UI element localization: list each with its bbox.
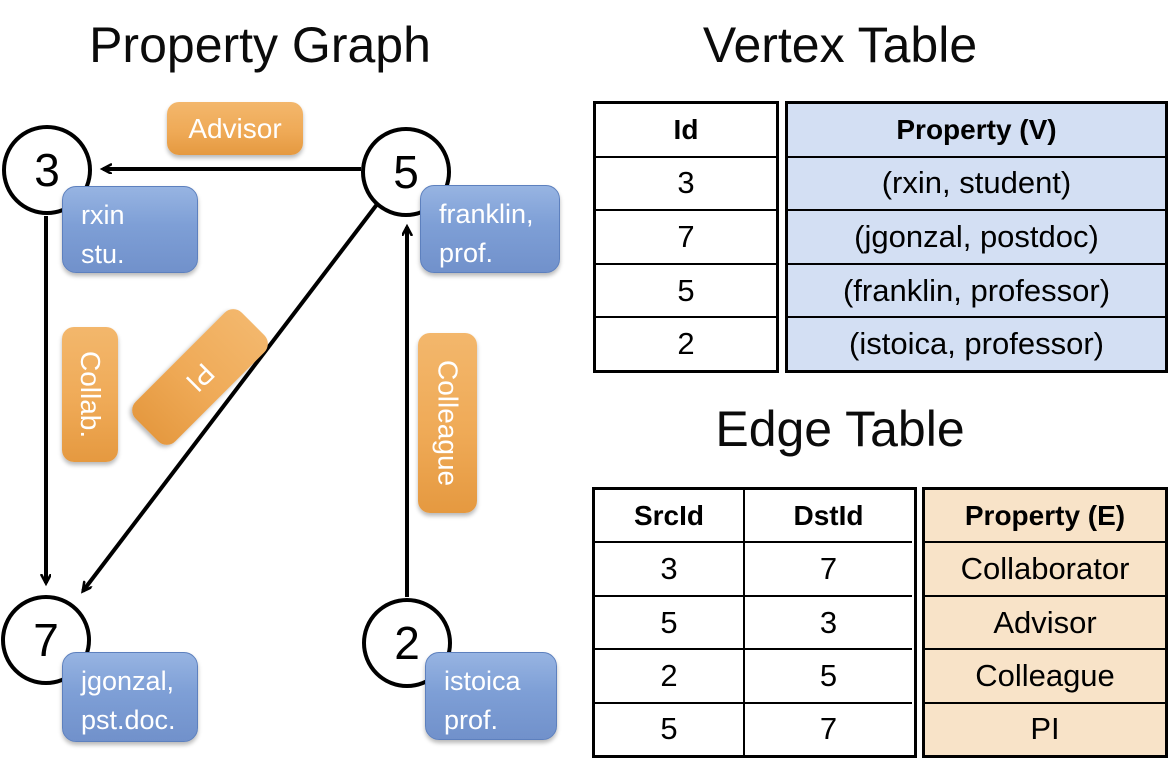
graph-node-2: 2 (362, 598, 452, 688)
vertex-property-line: franklin, (439, 199, 534, 229)
vertex-property-line: stu. (81, 239, 125, 270)
vertex-property-line: jgonzal, (81, 666, 175, 696)
edge-table-id-columns: SrcId 3 5 2 5 DstId 7 3 5 7 (592, 487, 917, 758)
vertex-table-id-cell: 5 (596, 262, 776, 317)
vertex-property-box-rxin: rxin stu. (62, 186, 198, 273)
vertex-property-line: prof. (439, 238, 494, 269)
edge-table-srcid-column: SrcId 3 5 2 5 (595, 490, 743, 755)
edge-pi-5-to-7 (83, 201, 380, 591)
edge-table-title: Edge Table (715, 401, 965, 457)
vertex-property-line: rxin (81, 200, 125, 230)
vertex-table-id-cell: 7 (596, 209, 776, 263)
vertex-table-id-cell: 2 (596, 316, 776, 370)
edge-table-property-cell: Advisor (925, 594, 1165, 649)
edge-table-dstid-column: DstId 7 3 5 7 (743, 490, 912, 755)
vertex-table-id-cell: 3 (596, 155, 776, 210)
edge-label-collab: Collab. (62, 327, 118, 462)
vertex-table-header-property: Property (V) (788, 104, 1165, 156)
edge-table-srcid-cell: 5 (595, 594, 743, 648)
edge-table-header-srcid: SrcId (633, 499, 705, 531)
vertex-table-id-column: Id 3 7 5 2 (593, 101, 779, 373)
edge-table-property-cell: Colleague (925, 648, 1165, 702)
vertex-table-property-column: Property (V) (rxin, student) (jgonzal, p… (785, 101, 1168, 373)
edge-label-text: PI (180, 357, 221, 398)
property-graph-title: Property Graph (89, 17, 431, 73)
node-7-id: 7 (33, 614, 59, 666)
vertex-table-title: Vertex Table (702, 17, 978, 73)
vertex-table-property-cell: (jgonzal, postdoc) (788, 209, 1165, 263)
vertex-table-header-id: Id (673, 113, 699, 145)
graph-node-5: 5 (361, 127, 451, 217)
edge-label-text: Colleague (432, 359, 464, 487)
edge-table-property-cell: Collaborator (925, 541, 1165, 595)
edge-label-text: Collab. (75, 350, 106, 439)
edge-table-header-property: Property (E) (925, 490, 1165, 542)
vertex-property-box-jgonzal: jgonzal, pst.doc. (62, 652, 198, 742)
graph-edges-layer (0, 0, 585, 597)
edge-table-srcid-cell: 5 (595, 701, 743, 755)
vertex-property-line: istoica (444, 666, 521, 696)
vertex-property-box-istoica: istoica prof. (425, 652, 557, 740)
vertex-property-line: pst.doc. (81, 705, 176, 736)
edge-table-srcid-cell: 3 (595, 541, 743, 594)
edge-table-dstid-cell: 3 (745, 594, 912, 648)
edge-label-advisor: Advisor (167, 102, 303, 155)
edge-table-dstid-cell: 5 (745, 648, 912, 701)
node-5-id: 5 (393, 146, 419, 198)
vertex-table-property-cell: (franklin, professor) (788, 262, 1165, 317)
edge-table-property-column: Property (E) Collaborator Advisor Collea… (922, 487, 1168, 758)
node-3-id: 3 (34, 144, 60, 196)
edge-table-header-dstid: DstId (793, 499, 864, 531)
edge-table-dstid-cell: 7 (745, 701, 912, 755)
edge-label-colleague: Colleague (418, 333, 477, 513)
vertex-table-property-cell: (rxin, student) (788, 155, 1165, 210)
edge-table-srcid-cell: 2 (595, 648, 743, 701)
edge-table-dstid-cell: 7 (745, 541, 912, 594)
node-2-id: 2 (394, 617, 420, 669)
edge-table-property-cell: PI (925, 701, 1165, 756)
edge-label-text: Advisor (188, 112, 282, 144)
vertex-property-line: prof. (444, 705, 499, 736)
vertex-property-box-franklin: franklin, prof. (420, 185, 560, 273)
vertex-table-property-cell: (istoica, professor) (788, 316, 1165, 370)
